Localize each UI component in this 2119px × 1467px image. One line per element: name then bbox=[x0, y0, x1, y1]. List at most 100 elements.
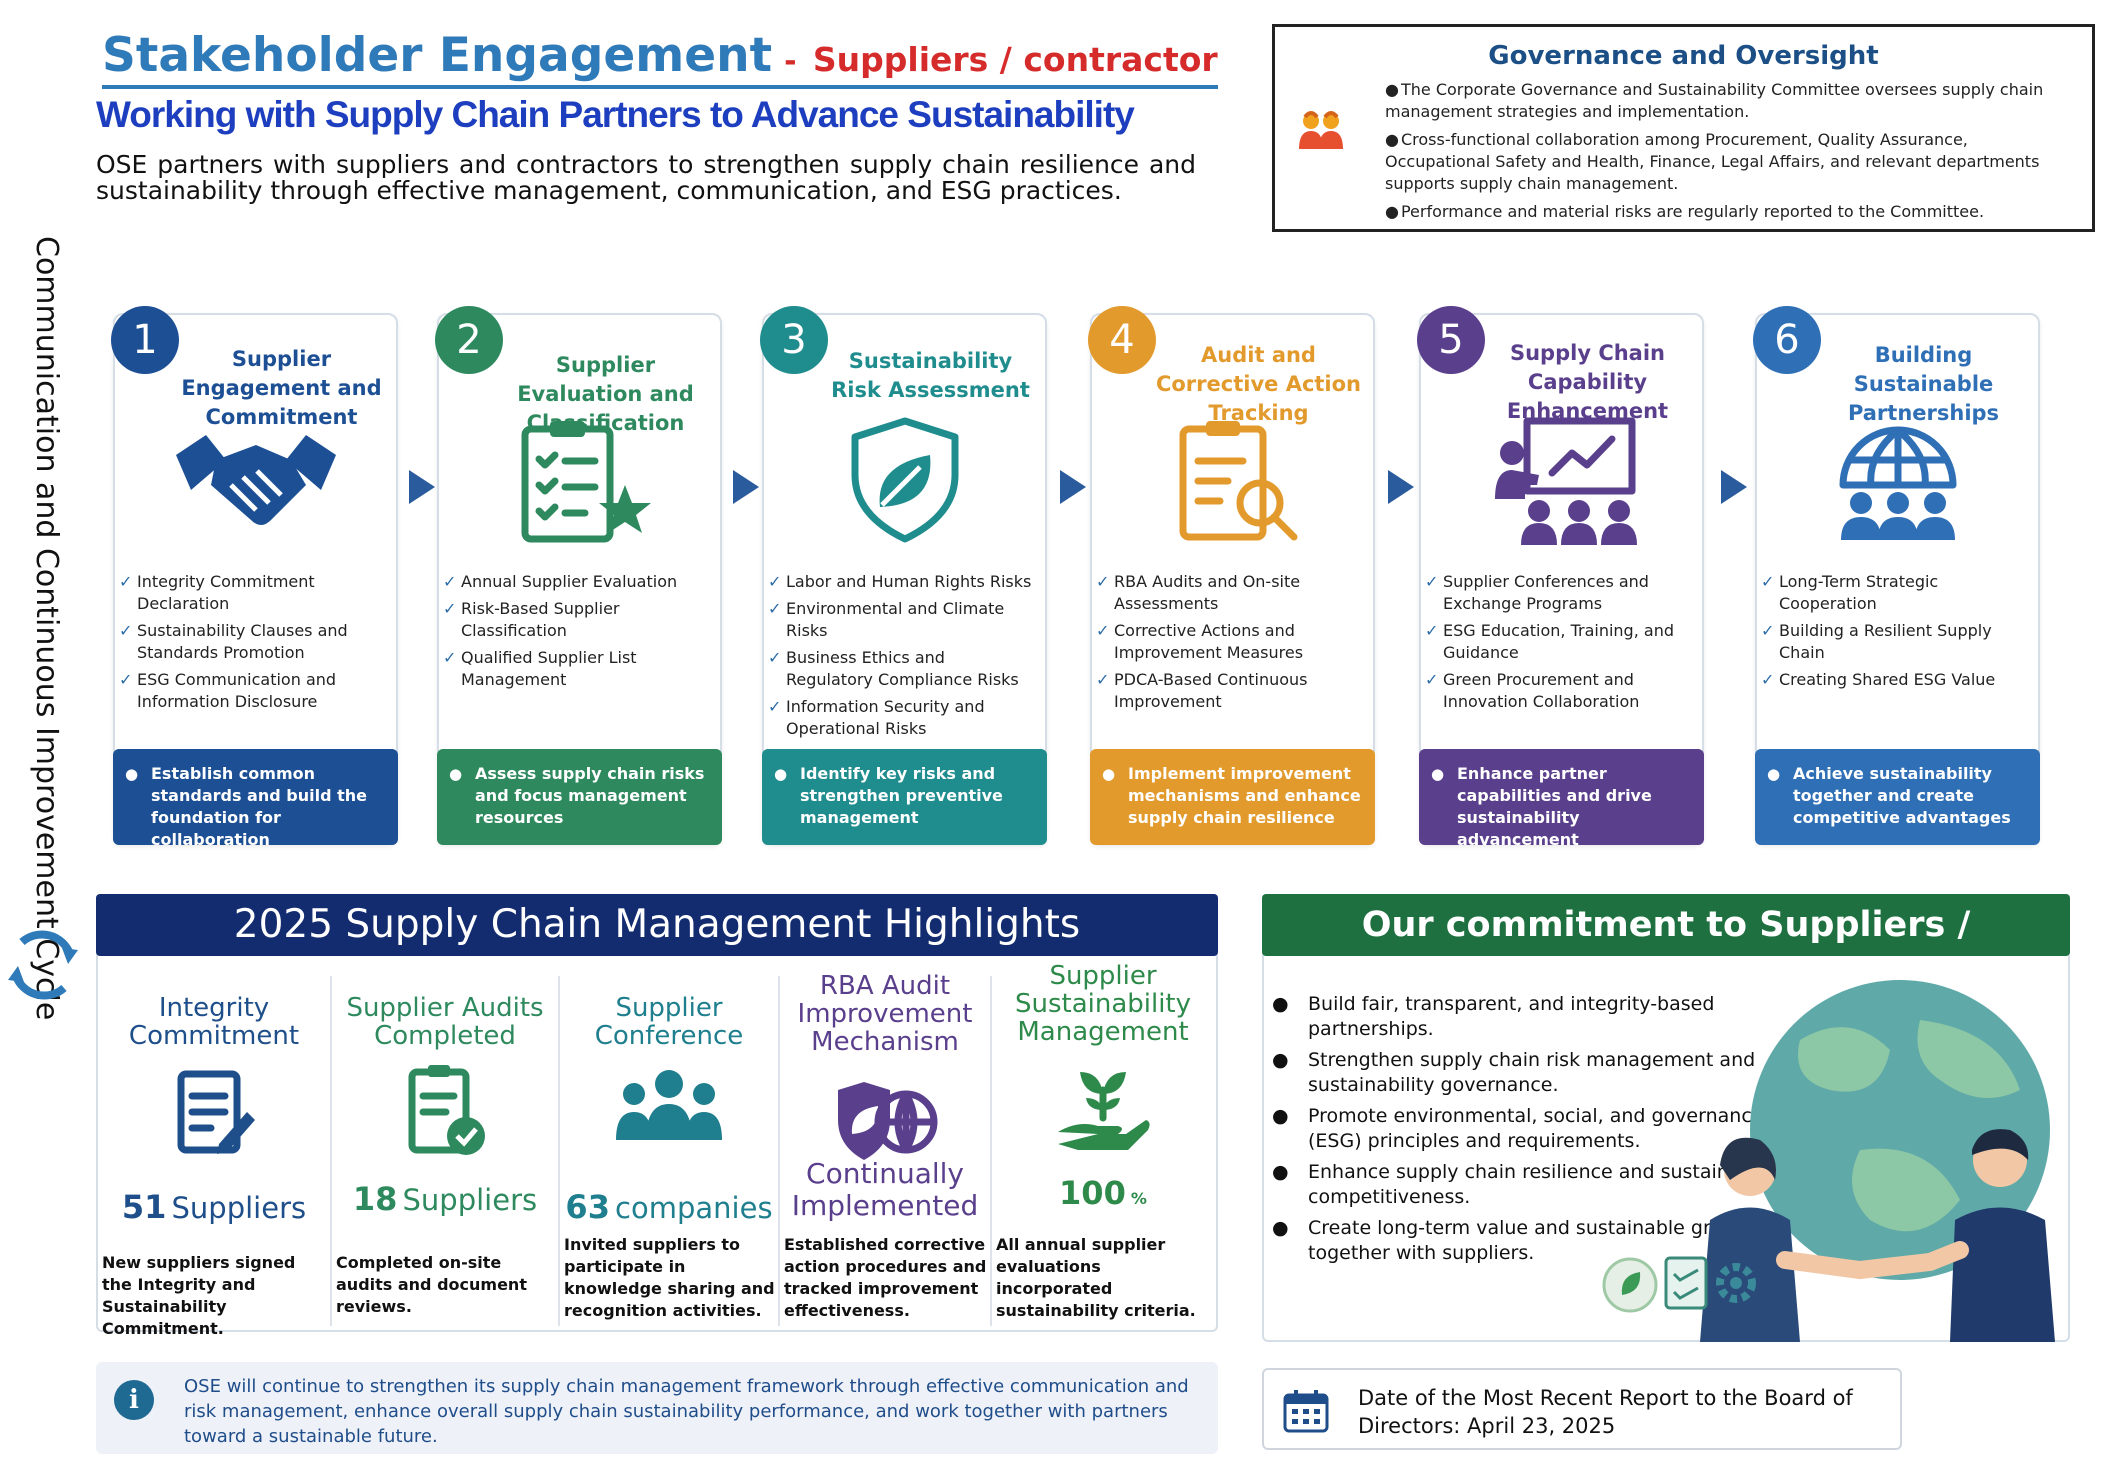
commitment-title: Our commitment to Suppliers / contractor bbox=[1262, 894, 2070, 1007]
title-main: Stakeholder Engagement bbox=[102, 28, 773, 83]
document-pen-icon bbox=[159, 1064, 269, 1164]
highlight-number: 18 bbox=[352, 1180, 398, 1218]
step-arrow-icon bbox=[1388, 470, 1414, 504]
handshake-icon bbox=[171, 415, 341, 545]
governance-item: The Corporate Governance and Sustainabil… bbox=[1385, 79, 2068, 123]
highlight-unit: companies bbox=[615, 1191, 773, 1225]
highlight-value: 63 companies bbox=[560, 1188, 778, 1226]
step-checklist: RBA Audits and On-site AssessmentsCorrec… bbox=[1096, 571, 1363, 718]
highlight-divider bbox=[990, 976, 992, 1326]
clipboard-star-icon bbox=[495, 415, 665, 545]
step-checklist: Integrity Commitment DeclarationSustaina… bbox=[119, 571, 386, 718]
governance-box: Governance and Oversight The Corporate G… bbox=[1272, 24, 2095, 232]
step-checklist-item: Building a Resilient Supply Chain bbox=[1761, 620, 2028, 664]
clipboard-check-icon bbox=[390, 1060, 500, 1160]
step-checklist-item: Qualified Supplier List Management bbox=[443, 647, 710, 691]
highlight-value: Continually Implemented bbox=[780, 1158, 990, 1222]
step-arrow-icon bbox=[408, 470, 435, 504]
people-icon bbox=[1297, 109, 1345, 163]
highlight-description: Invited suppliers to participate in know… bbox=[564, 1235, 775, 1320]
title-dash: - bbox=[784, 44, 797, 79]
calendar-icon bbox=[1282, 1388, 1330, 1434]
governance-title: Governance and Oversight bbox=[1488, 41, 1879, 71]
highlight-column: Supplier Sustainability Management 100 % A… bbox=[992, 960, 1214, 1330]
info-icon: i bbox=[114, 1380, 154, 1420]
highlights-title: 2025 Supply Chain Management Highlights bbox=[96, 894, 1218, 956]
step-outcome: Enhance partner capabilities and drive s… bbox=[1419, 749, 1704, 849]
highlight-unit: % bbox=[1130, 1189, 1147, 1208]
step-checklist-item: Green Procurement and Innovation Collabo… bbox=[1425, 669, 1692, 713]
highlight-number: 63 bbox=[565, 1188, 610, 1226]
step-card-5: Supply Chain Capability EnhancementSuppl… bbox=[1419, 313, 1704, 849]
highlight-number: Continually Implemented bbox=[791, 1157, 979, 1222]
highlight-title: Supplier Sustainability Management bbox=[1014, 961, 1192, 1047]
highlight-description: All annual supplier evaluations incorpor… bbox=[996, 1235, 1196, 1320]
step-outcome: Assess supply chain risks and focus mana… bbox=[437, 749, 722, 845]
side-label: Communication and Continuous Improvement… bbox=[29, 236, 64, 1021]
step-checklist: Supplier Conferences and Exchange Progra… bbox=[1425, 571, 1692, 718]
step-checklist-item: Labor and Human Rights Risks bbox=[768, 571, 1035, 593]
step-checklist-item: Business Ethics and Regulatory Complianc… bbox=[768, 647, 1035, 691]
step-checklist-item: PDCA-Based Continuous Improvement bbox=[1096, 669, 1363, 713]
commitment-item: Promote environmental, social, and gover… bbox=[1272, 1104, 1812, 1154]
commitment-item: Create long-term value and sustainable g… bbox=[1272, 1216, 1812, 1266]
highlight-description: New suppliers signed the Integrity and S… bbox=[102, 1253, 296, 1338]
step-checklist: Labor and Human Rights RisksEnvironmenta… bbox=[768, 571, 1035, 745]
commitment-item: Strengthen supply chain risk management … bbox=[1272, 1048, 1812, 1098]
title-suffix: Suppliers / contractor bbox=[812, 40, 1218, 79]
step-card-2: Supplier Evaluation and ClassificationAn… bbox=[437, 313, 722, 845]
globe-people-icon bbox=[1813, 415, 1983, 545]
page-subtitle: Working with Supply Chain Partners to Ad… bbox=[96, 94, 1135, 135]
step-number-badge: 3 bbox=[760, 306, 828, 374]
handshake-globe-illustration bbox=[1600, 980, 2060, 1342]
commitment-item: Enhance supply chain resilience and sust… bbox=[1272, 1160, 1812, 1210]
step-checklist: Annual Supplier EvaluationRisk-Based Sup… bbox=[443, 571, 710, 696]
highlight-value: 100 % bbox=[992, 1174, 1214, 1212]
step-title: Sustainability Risk Assessment bbox=[831, 349, 1030, 402]
highlight-title: RBA Audit Improvement Mechanism bbox=[797, 971, 973, 1057]
governance-item: Performance and material risks are regul… bbox=[1385, 201, 2068, 223]
step-checklist-item: RBA Audits and On-site Assessments bbox=[1096, 571, 1363, 615]
presentation-icon bbox=[1477, 415, 1647, 545]
step-checklist-item: Corrective Actions and Improvement Measu… bbox=[1096, 620, 1363, 664]
step-card-4: Audit and Corrective Action TrackingRBA … bbox=[1090, 313, 1375, 845]
board-report-date: Date of the Most Recent Report to the Bo… bbox=[1262, 1368, 1902, 1450]
highlight-divider bbox=[330, 976, 332, 1326]
highlight-unit: Suppliers bbox=[171, 1191, 307, 1225]
governance-list: The Corporate Governance and Sustainabil… bbox=[1385, 79, 2068, 229]
highlight-title: Supplier Conference bbox=[594, 993, 744, 1051]
highlight-number: 51 bbox=[121, 1188, 167, 1226]
step-checklist: Long-Term Strategic CooperationBuilding … bbox=[1761, 571, 2028, 696]
step-outcome: Implement improvement mechanisms and enh… bbox=[1090, 749, 1375, 845]
shield-leaf-icon bbox=[820, 415, 990, 545]
page-title: Stakeholder Engagement- Suppliers / cont… bbox=[102, 28, 1218, 89]
step-checklist-item: Annual Supplier Evaluation bbox=[443, 571, 710, 593]
shield-globe-icon bbox=[830, 1070, 940, 1170]
highlight-description: Completed on-site audits and document re… bbox=[336, 1253, 527, 1316]
closing-note: i OSE will continue to strengthen its su… bbox=[96, 1362, 1218, 1454]
step-checklist-item: Creating Shared ESG Value bbox=[1761, 669, 2028, 691]
step-checklist-item: Environmental and Climate Risks bbox=[768, 598, 1035, 642]
step-title: Supply Chain Capability Enhancement bbox=[1506, 341, 1669, 423]
step-arrow-icon bbox=[733, 470, 759, 504]
step-title: Building Sustainable Partnerships bbox=[1847, 343, 2000, 425]
step-number-badge: 6 bbox=[1753, 306, 1821, 374]
step-card-6: Building Sustainable PartnershipsLong-Te… bbox=[1755, 313, 2040, 845]
step-number-badge: 2 bbox=[435, 306, 503, 374]
step-title: Supplier Engagement and Commitment bbox=[181, 347, 382, 429]
hand-plant-icon bbox=[1048, 1060, 1158, 1160]
cycle-icon bbox=[2, 924, 84, 1006]
intro-text: OSE partners with suppliers and contract… bbox=[96, 150, 1196, 205]
closing-note-text: OSE will continue to strengthen its supp… bbox=[184, 1376, 1189, 1447]
highlight-value: 51 Suppliers bbox=[98, 1188, 330, 1226]
step-checklist-item: Long-Term Strategic Cooperation bbox=[1761, 571, 2028, 615]
step-checklist-item: ESG Communication and Information Disclo… bbox=[119, 669, 386, 713]
highlight-value: 18 Suppliers bbox=[332, 1180, 558, 1218]
highlight-divider bbox=[778, 976, 780, 1326]
board-report-date-text: Date of the Most Recent Report to the Bo… bbox=[1358, 1386, 1853, 1438]
step-number-badge: 4 bbox=[1088, 306, 1156, 374]
